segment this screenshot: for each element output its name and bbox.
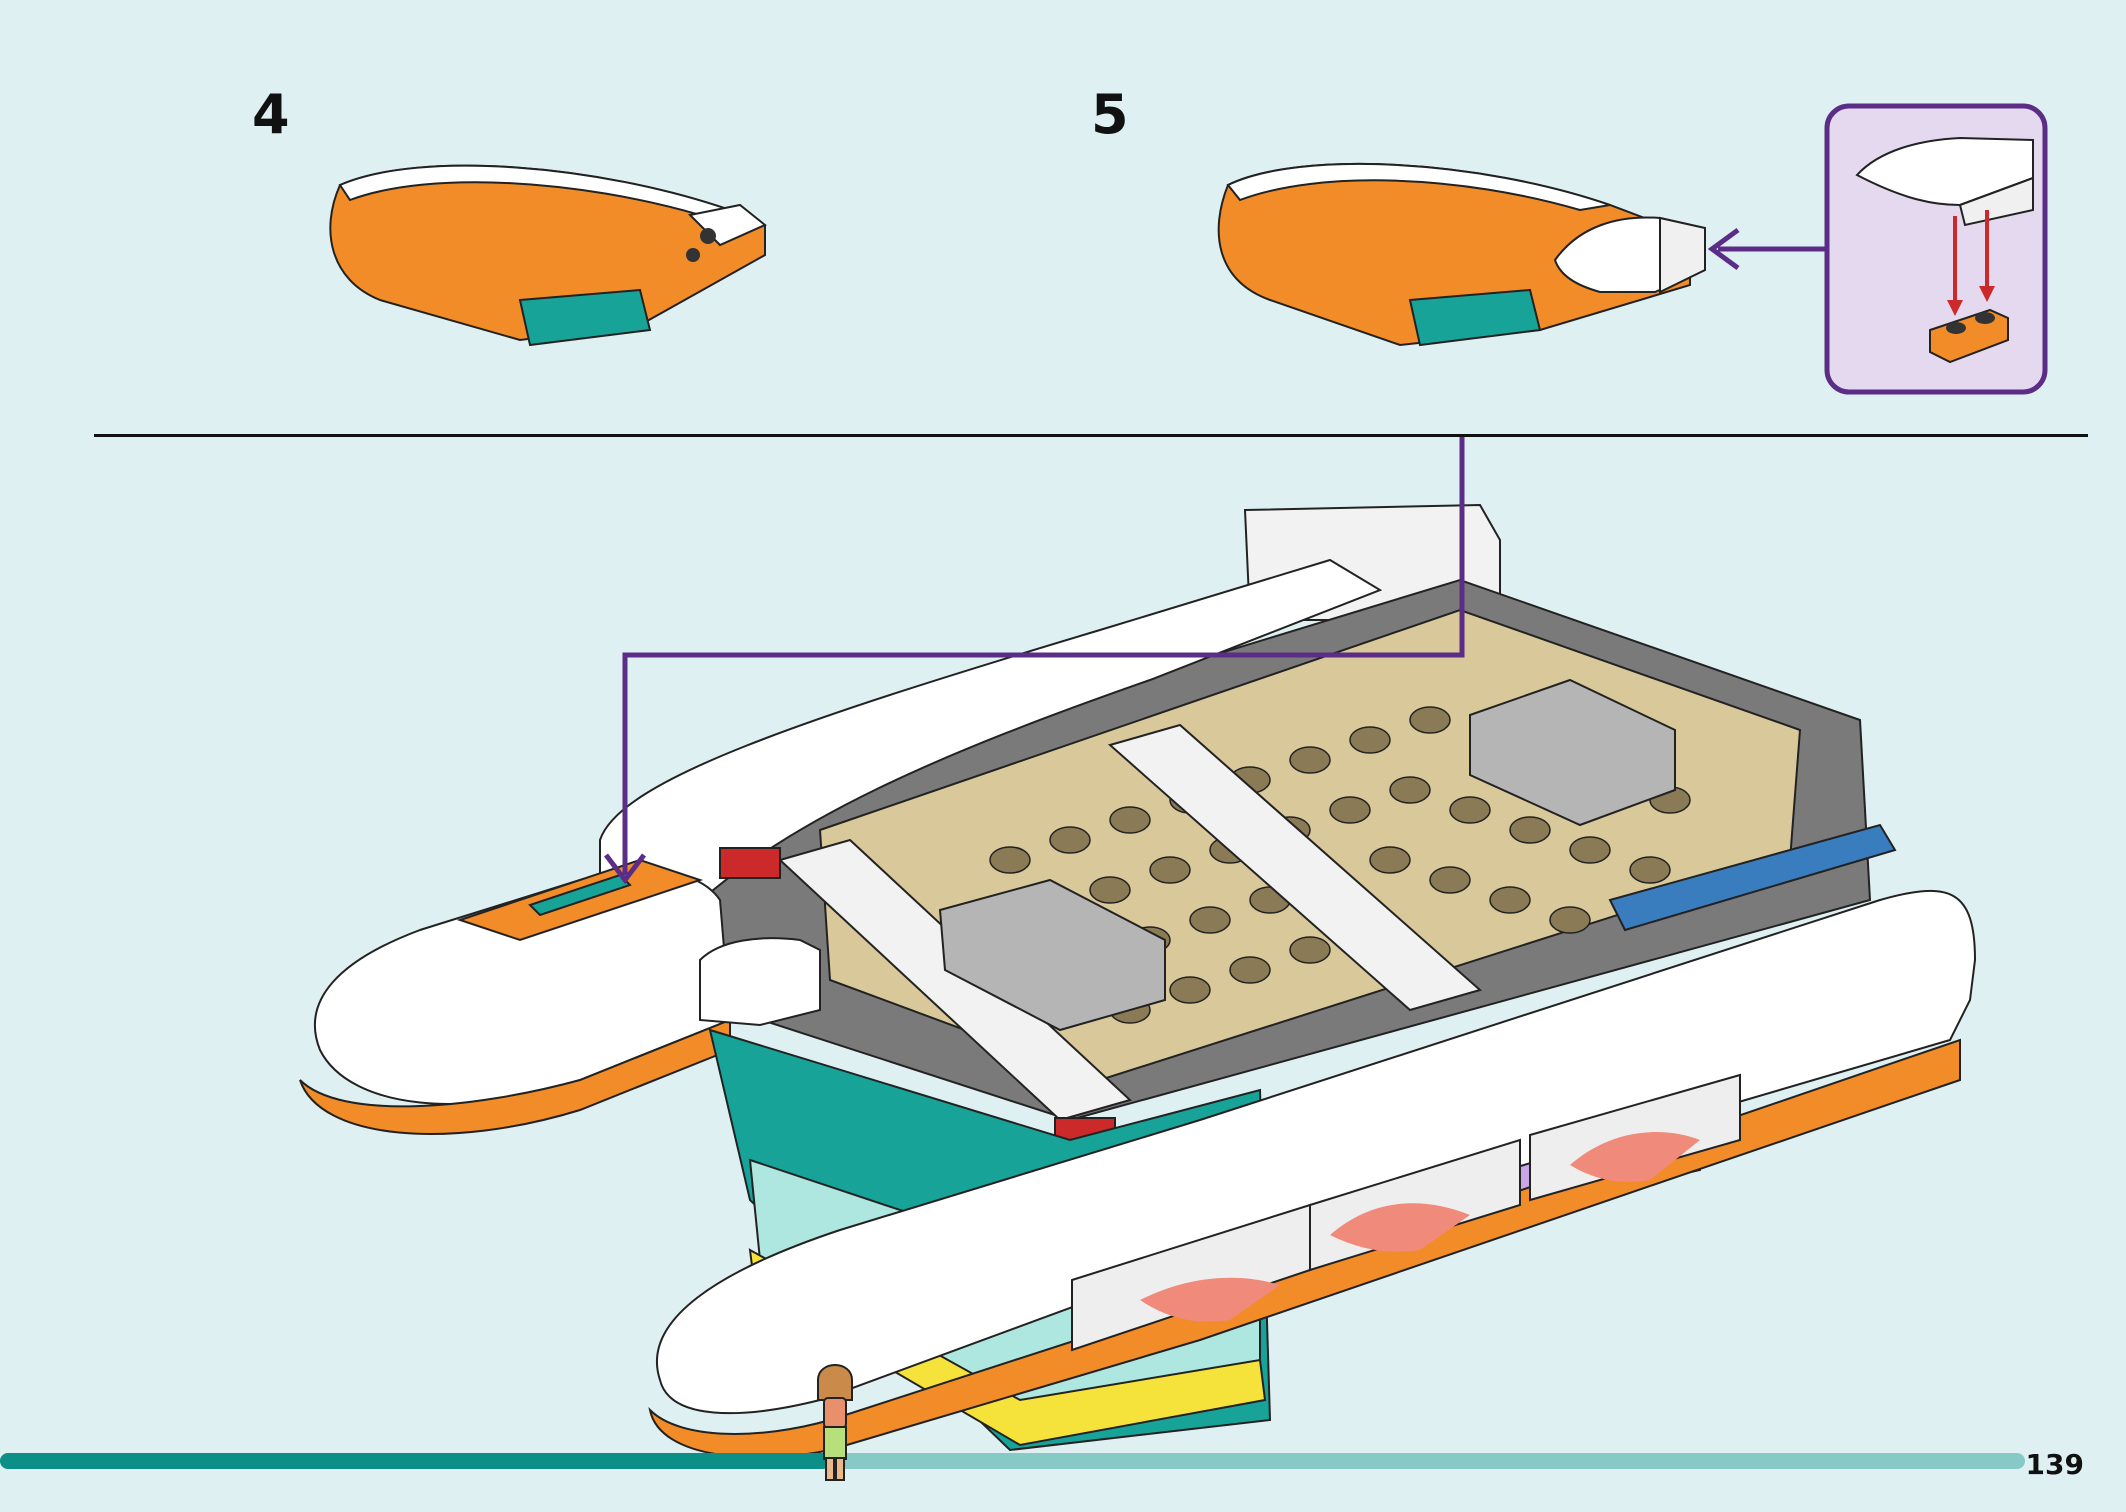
minidoll-figure-icon	[817, 1364, 853, 1481]
step-number-4: 4	[252, 83, 290, 146]
page-number: 139	[2025, 1448, 2084, 1481]
boat-bow-submodel-with-curved-tile-icon	[1217, 162, 1706, 347]
catamaran-boat-model-icon	[299, 437, 1977, 1459]
step-number-5: 5	[1091, 83, 1129, 146]
callout-arrow	[1707, 227, 1827, 271]
step-divider	[94, 434, 2088, 437]
boat-bow-submodel-icon	[329, 164, 767, 347]
progress-bar	[0, 1453, 2025, 1469]
callout-box	[1824, 103, 2048, 395]
